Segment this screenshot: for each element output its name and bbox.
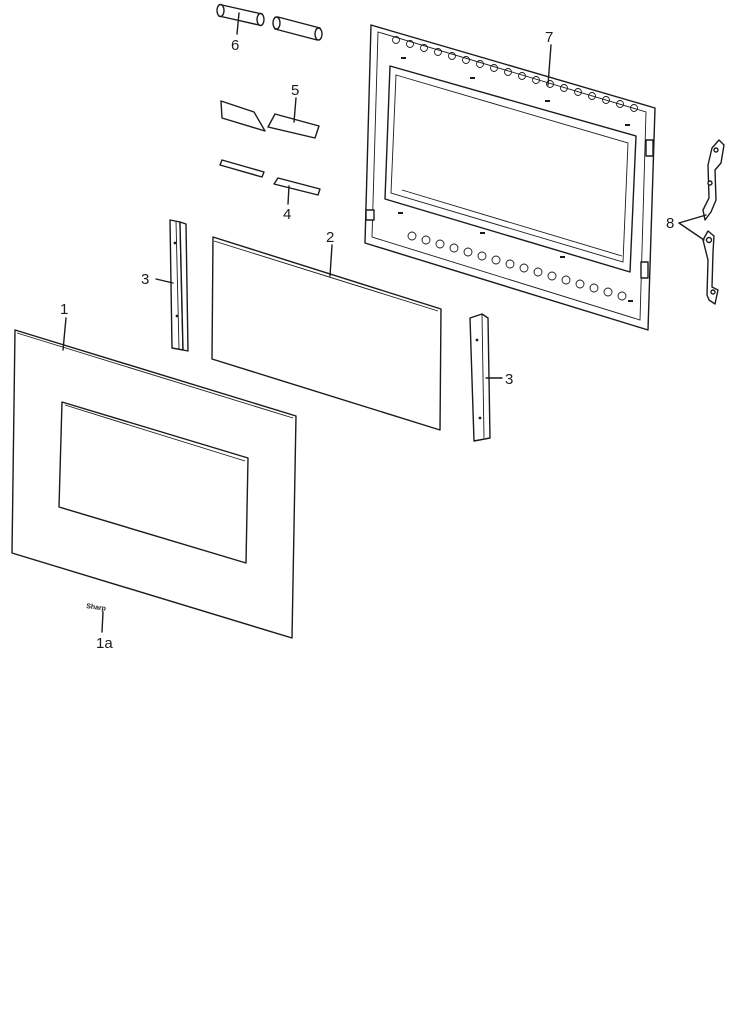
- badge-logo: Sharp: [86, 603, 107, 613]
- label-1: 1: [60, 301, 68, 318]
- part-1a-badge: Sharp 1a: [86, 603, 114, 652]
- part-5-clips: 5: [220, 82, 320, 139]
- label-2: 2: [326, 229, 334, 246]
- part-4-clips: 4: [219, 159, 321, 223]
- label-3-left: 3: [141, 271, 149, 288]
- label-4: 4: [283, 206, 291, 223]
- label-7: 7: [545, 29, 553, 46]
- part-1-outer-panel: 1: [11, 301, 297, 639]
- leader-6: [236, 12, 240, 35]
- leader-7: [547, 44, 552, 86]
- label-8: 8: [666, 215, 674, 232]
- part-3-trim-right: 3: [469, 313, 513, 442]
- spacer-right: [272, 16, 323, 41]
- part-2-glass-panel: 2: [211, 229, 442, 431]
- clip-5-right: [267, 113, 320, 139]
- leader-1a: [101, 611, 104, 633]
- label-1a: 1a: [96, 635, 113, 652]
- leader-2: [329, 244, 333, 277]
- leader-8a: [678, 214, 707, 224]
- label-3-right: 3: [505, 371, 513, 388]
- leader-8b: [678, 222, 705, 241]
- spacer-left: [216, 3, 265, 27]
- leader-4: [287, 185, 290, 205]
- leader-3-left: [155, 278, 174, 284]
- label-5: 5: [291, 82, 299, 99]
- frame-top-holes: [392, 36, 638, 112]
- clip-4-left: [219, 159, 265, 178]
- window-opening: [58, 401, 249, 564]
- label-6: 6: [231, 37, 239, 54]
- part-3-trim-left: 3: [141, 219, 189, 352]
- frame-bottom-holes: [407, 231, 627, 301]
- clip-5-left: [220, 100, 266, 132]
- part-8-hinges: 8: [666, 139, 725, 305]
- leader-1: [62, 317, 67, 351]
- clip-4-right: [273, 177, 321, 196]
- leader-5: [293, 97, 297, 123]
- part-6-spacers: 6: [216, 3, 323, 54]
- hinge-upper: [702, 139, 725, 221]
- part-7-inner-frame: 7: [364, 24, 656, 331]
- hinge-lower: [702, 230, 719, 305]
